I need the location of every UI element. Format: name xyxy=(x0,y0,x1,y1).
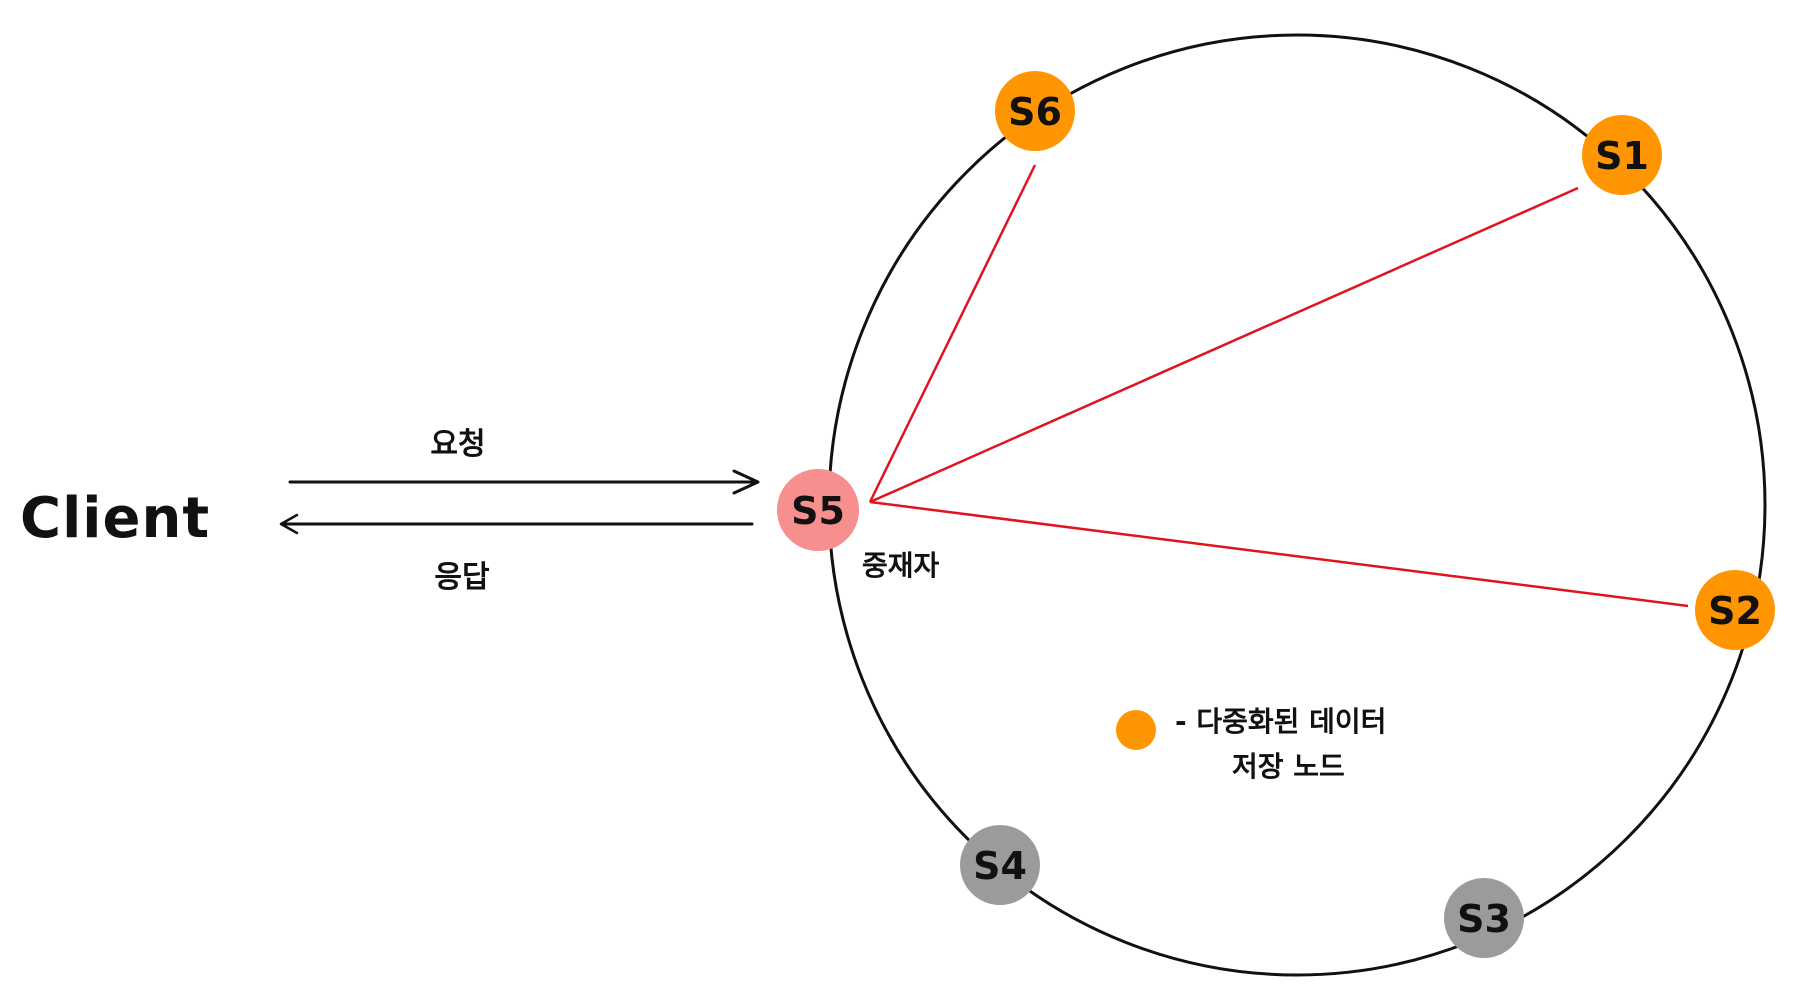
node-s2: S2 xyxy=(1695,570,1775,650)
request-arrow xyxy=(288,469,760,495)
replication-line-s5-s2 xyxy=(869,500,1689,608)
node-s6-label: S6 xyxy=(1008,90,1062,134)
node-s5: S5 xyxy=(777,469,859,551)
replication-line-s5-s6 xyxy=(868,164,1037,503)
legend-dot xyxy=(1116,710,1156,750)
replication-line-s5-s1 xyxy=(869,186,1579,504)
node-s6-dot xyxy=(995,71,1075,151)
node-s5-dot xyxy=(777,469,859,551)
legend-line1: - 다중화된 데이터 xyxy=(1175,705,1386,738)
node-s4-dot xyxy=(960,825,1040,905)
response-arrow xyxy=(279,513,754,535)
node-s2-label: S2 xyxy=(1708,589,1762,633)
node-s4: S4 xyxy=(960,825,1040,905)
node-s3: S3 xyxy=(1444,878,1524,958)
legend-line2: 저장 노드 xyxy=(1232,750,1345,783)
client-label: Client xyxy=(20,486,210,551)
node-s6: S6 xyxy=(995,71,1075,151)
node-s1: S1 xyxy=(1582,115,1662,195)
response-label: 응답 xyxy=(434,560,490,595)
coordinator-label: 중재자 xyxy=(862,549,940,582)
node-s4-label: S4 xyxy=(973,844,1027,888)
legend: - 다중화된 데이터 저장 노드 xyxy=(1116,705,1386,783)
node-s1-dot xyxy=(1582,115,1662,195)
node-s1-label: S1 xyxy=(1595,134,1649,178)
node-s3-label: S3 xyxy=(1457,897,1511,941)
node-s5-label: S5 xyxy=(791,489,845,533)
request-label: 요청 xyxy=(430,427,485,462)
node-s3-dot xyxy=(1444,878,1524,958)
node-s2-dot xyxy=(1695,570,1775,650)
